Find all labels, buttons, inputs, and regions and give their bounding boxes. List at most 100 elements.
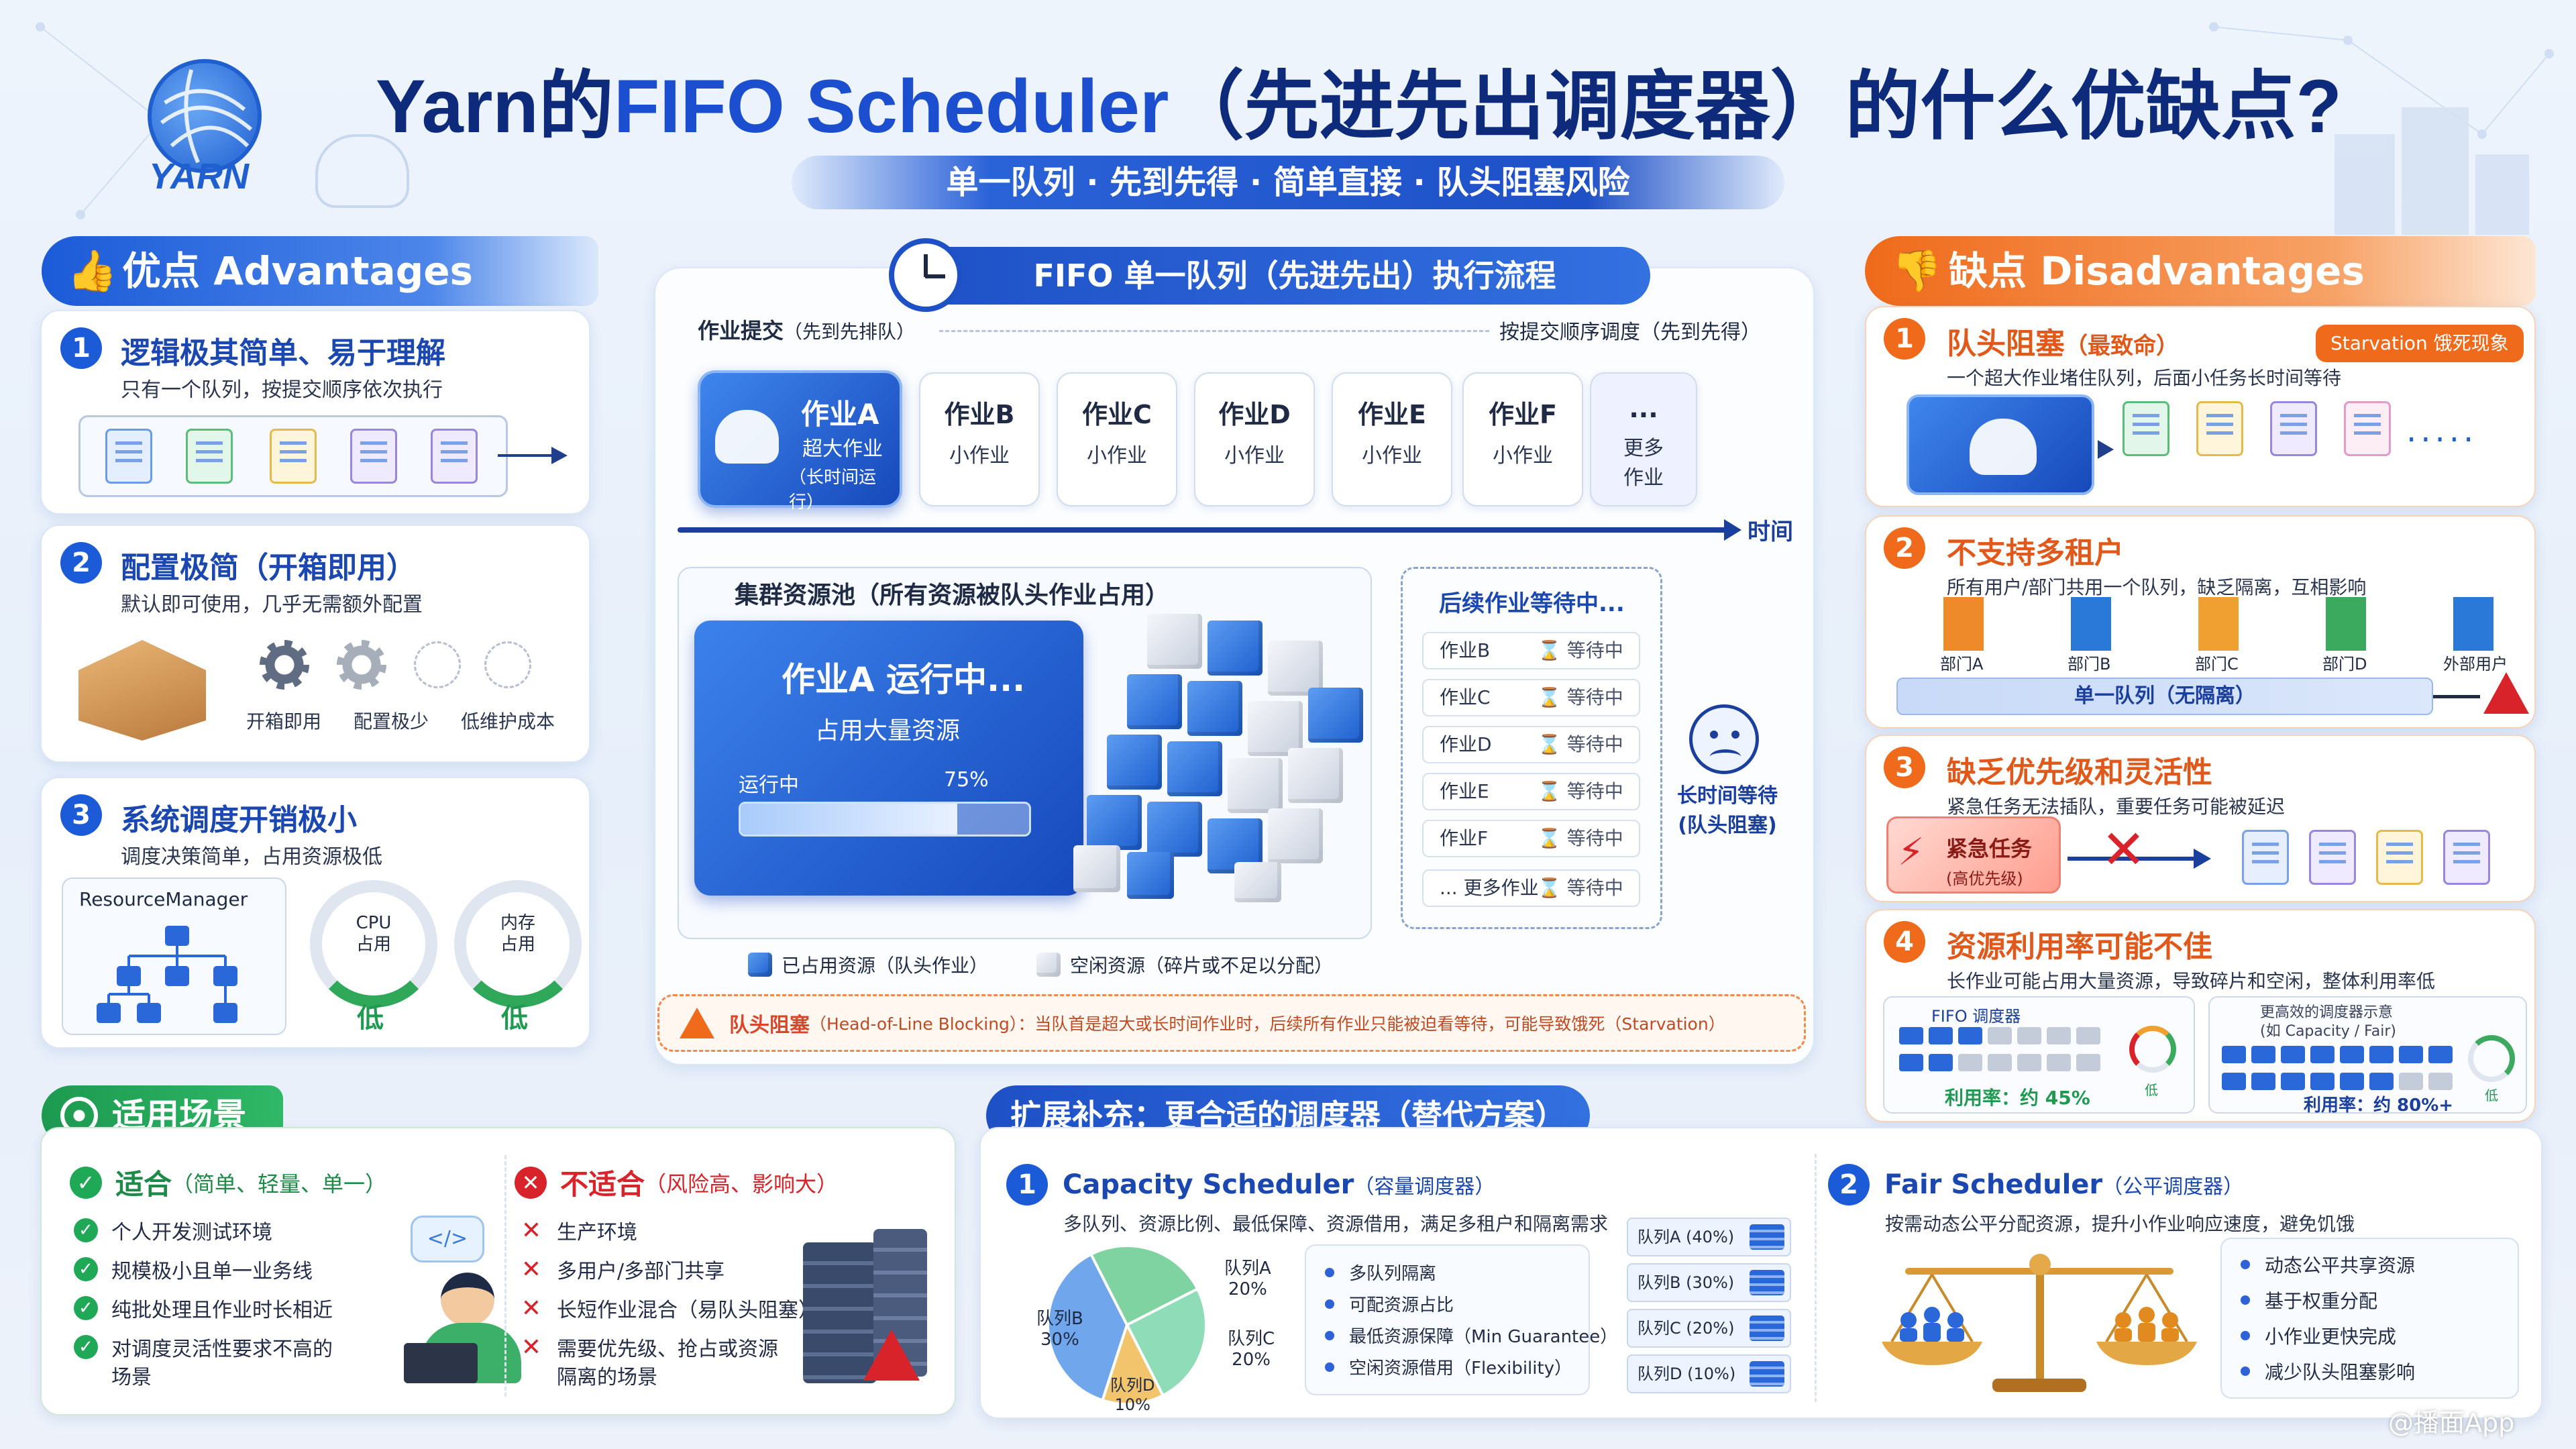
memory-gauge-label: 内存 占用: [500, 913, 535, 955]
check-icon: ✓: [74, 1296, 98, 1320]
fair-feature: 基于权重分配: [2241, 1287, 2377, 1313]
fit-title: ✓ 适合 （简单、轻量、单一）: [70, 1162, 386, 1203]
dis-1-desc: 一个超大作业堵住队列，后面小任务长时间等待: [1947, 367, 2342, 389]
memory-gauge-value: 低: [501, 1003, 528, 1034]
cpu-gauge-label: CPU 占用: [356, 913, 392, 955]
advantage-card-3: 3 系统调度开销极小 调度决策简单，占用资源极低 ResourceManager…: [40, 777, 590, 1049]
fair-feature: 动态公平共享资源: [2241, 1251, 2415, 1278]
progress-fill: [741, 804, 957, 835]
dis-2-desc: 所有用户/部门共用一个队列，缺乏隔离，互相影响: [1947, 576, 2367, 598]
memory-gauge: 内存 占用: [454, 880, 582, 1008]
advantages-title: 优点 Advantages: [122, 248, 474, 294]
fifo-gauge: [2129, 1026, 2176, 1073]
waiting-row-d: 作业D⌛ 等待中: [1422, 726, 1640, 763]
elephant-icon: [315, 134, 409, 208]
cpu-gauge: CPU 占用: [310, 880, 437, 1008]
user-label-external: 外部用户: [2443, 655, 2508, 674]
code-icon: </>: [411, 1216, 484, 1263]
capacity-queue-d: 队列D (10%): [1627, 1354, 1791, 1393]
sad-face-icon: [1689, 704, 1759, 774]
user-label-a: 部门A: [1940, 655, 1984, 674]
dis-4-desc: 长作业可能占用大量资源，导致碎片和空闲，整体利用率低: [1947, 970, 2436, 992]
hol-warning-banner: 队头阻塞 （Head-of-Line Blocking）：当队首是超大或长时间作…: [657, 994, 1806, 1052]
page-title: Yarn的FIFO Scheduler（先进先出调度器）的什么优缺点?: [376, 46, 2342, 154]
check-icon: ✓: [74, 1218, 98, 1242]
dashed-circle-icon: [414, 641, 461, 688]
resource-cubes: [1073, 607, 1368, 902]
fair-desc: 按需动态公平分配资源，提升小作业响应速度，避免饥饿: [1885, 1213, 2355, 1235]
alt-util-value: 利用率：约 80%+: [2304, 1095, 2454, 1116]
elephant-icon: [715, 410, 779, 464]
resource-manager-box: ResourceManager: [62, 877, 286, 1035]
unfit-item-cont: 隔离的场景: [557, 1366, 657, 1389]
user-icon: [2198, 597, 2239, 651]
advantages-header: 👍 优点 Advantages: [42, 236, 598, 306]
job-doc-icon: [270, 429, 317, 484]
adv-3-number: 3: [60, 794, 102, 836]
order-dashes: [939, 330, 1489, 332]
urgent-label: 紧急任务: [1946, 836, 2033, 861]
adv-2-number: 2: [60, 542, 102, 584]
running-sub: 占用大量资源: [815, 717, 961, 745]
x-icon: ✕: [521, 1333, 542, 1361]
blocked-arrow: [2068, 857, 2195, 861]
adv-2-label-1: 开箱即用: [246, 710, 322, 733]
fair-features-box: [2220, 1238, 2519, 1399]
rm-label: ResourceManager: [79, 888, 248, 910]
adv-2-label-2: 配置极少: [354, 710, 429, 733]
job-doc-icon: [350, 429, 397, 484]
open-box-icon: [78, 640, 206, 741]
task-icon: [2242, 830, 2289, 885]
job-card-more: ...更多 作业: [1590, 372, 1697, 506]
waiting-task-icon: [2270, 401, 2317, 456]
fit-item: ✓纯批处理且作业时长相近: [74, 1293, 333, 1323]
job-a-card: 作业A 超大作业 （长时间运行）: [698, 370, 902, 513]
queue-arrow: [498, 454, 557, 457]
capacity-feature: 可配资源占比: [1325, 1291, 1454, 1316]
dis-4-title: 资源利用率可能不佳: [1947, 930, 2212, 964]
warning-title: 队头阻塞: [729, 1014, 810, 1037]
progress-text: 75%: [944, 768, 989, 792]
gear-icon: [337, 640, 386, 690]
unfit-item: ✕多用户/多部门共享: [519, 1254, 724, 1284]
dis-3-number: 3: [1884, 747, 1925, 788]
warning-text: （Head-of-Line Blocking）：当队首是超大或长时间作业时，后续…: [810, 1014, 1725, 1034]
advantage-card-1: 1 逻辑极其简单、易于理解 只有一个队列，按提交顺序依次执行: [40, 310, 590, 515]
legend-free: 空闲资源（碎片或不足以分配）: [1036, 951, 1333, 978]
title-main: FIFO Scheduler: [613, 64, 1169, 148]
subtitle-banner: 单一队列 · 先到先得 · 简单直接 · 队头阻塞风险: [792, 156, 1784, 209]
dis-4-number: 4: [1884, 921, 1925, 963]
running-title: 作业A 运行中...: [782, 660, 1026, 699]
task-icon: [2443, 830, 2490, 885]
single-queue-bar: 单一队列（无隔离）: [1896, 678, 2433, 715]
job-doc-icon: [186, 429, 233, 484]
logo-text: YARN: [149, 156, 250, 197]
submit-label: 作业提交（先到先排队）: [698, 318, 916, 343]
waiting-task-icon: [2196, 401, 2243, 456]
dashed-circle-icon: [484, 641, 531, 688]
adv-1-title: 逻辑极其简单、易于理解: [121, 336, 445, 370]
order-label: 按提交顺序调度（先到先得）: [1499, 321, 1761, 344]
fit-item-cont: 场景: [111, 1366, 152, 1389]
adv-2-label-3: 低维护成本: [461, 710, 555, 733]
pool-title: 集群资源池（所有资源被队头作业占用）: [735, 582, 1170, 609]
legend-used: 已占用资源（队头作业）: [748, 951, 988, 978]
pie-slice-队列A: [1089, 1244, 1199, 1327]
lightning-icon: ⚡: [1898, 830, 1925, 874]
pie-slice-队列D: [1101, 1321, 1165, 1405]
capacity-feature: 多队列隔离: [1325, 1260, 1436, 1285]
clock-icon: [889, 238, 963, 312]
task-icon: [2376, 830, 2423, 885]
more-dots: ·····: [2406, 421, 2478, 459]
progress-bar: [739, 802, 1031, 837]
capacity-feature: 空闲资源借用（Flexibility）: [1325, 1354, 1572, 1379]
warning-icon: [863, 1330, 920, 1381]
adv-3-title: 系统调度开销极小: [121, 803, 357, 837]
